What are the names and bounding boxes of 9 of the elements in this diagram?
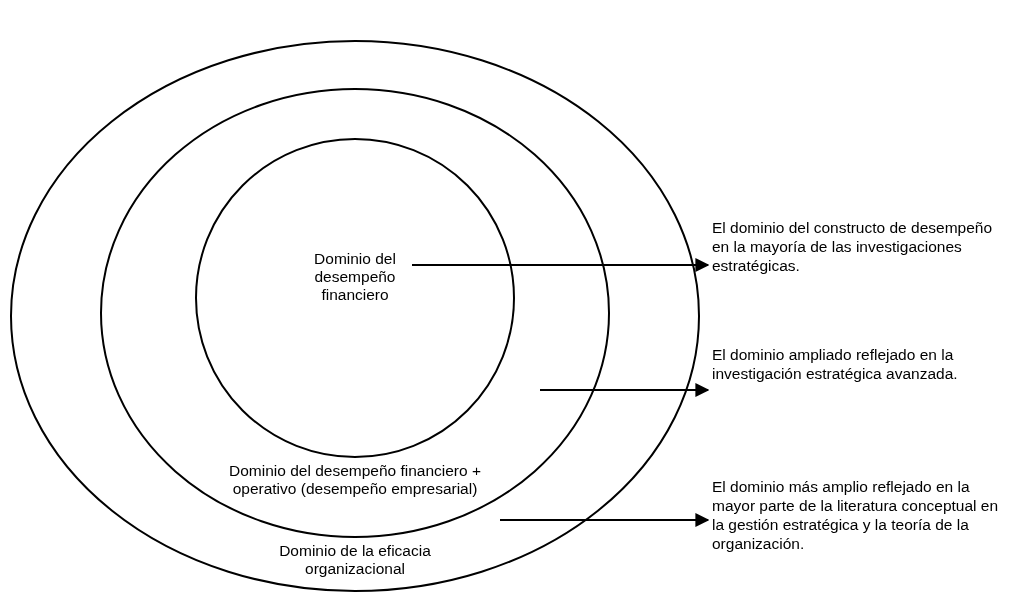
domain-label: Dominio del desempeño financiero — [313, 250, 397, 304]
description-text: El dominio del constructo de desempeño en la mayoría de las investigaciones estratégicas. — [712, 218, 1002, 275]
domain-label: Dominio del desempeño financiero + operativo (desempeño empresarial) — [228, 462, 482, 498]
description-text: El dominio ampliado reflejado en la investigación estratégica avanzada. — [712, 345, 1002, 383]
arrow — [539, 383, 710, 397]
domain-label: Dominio de la eficacia organizacional — [278, 542, 432, 578]
arrow — [411, 258, 710, 272]
arrow — [499, 513, 710, 527]
description-text: El dominio más amplio reflejado en la mayor parte de la literatura conceptual en la gestión estratégica y la teoría de la organización. — [712, 477, 1002, 553]
